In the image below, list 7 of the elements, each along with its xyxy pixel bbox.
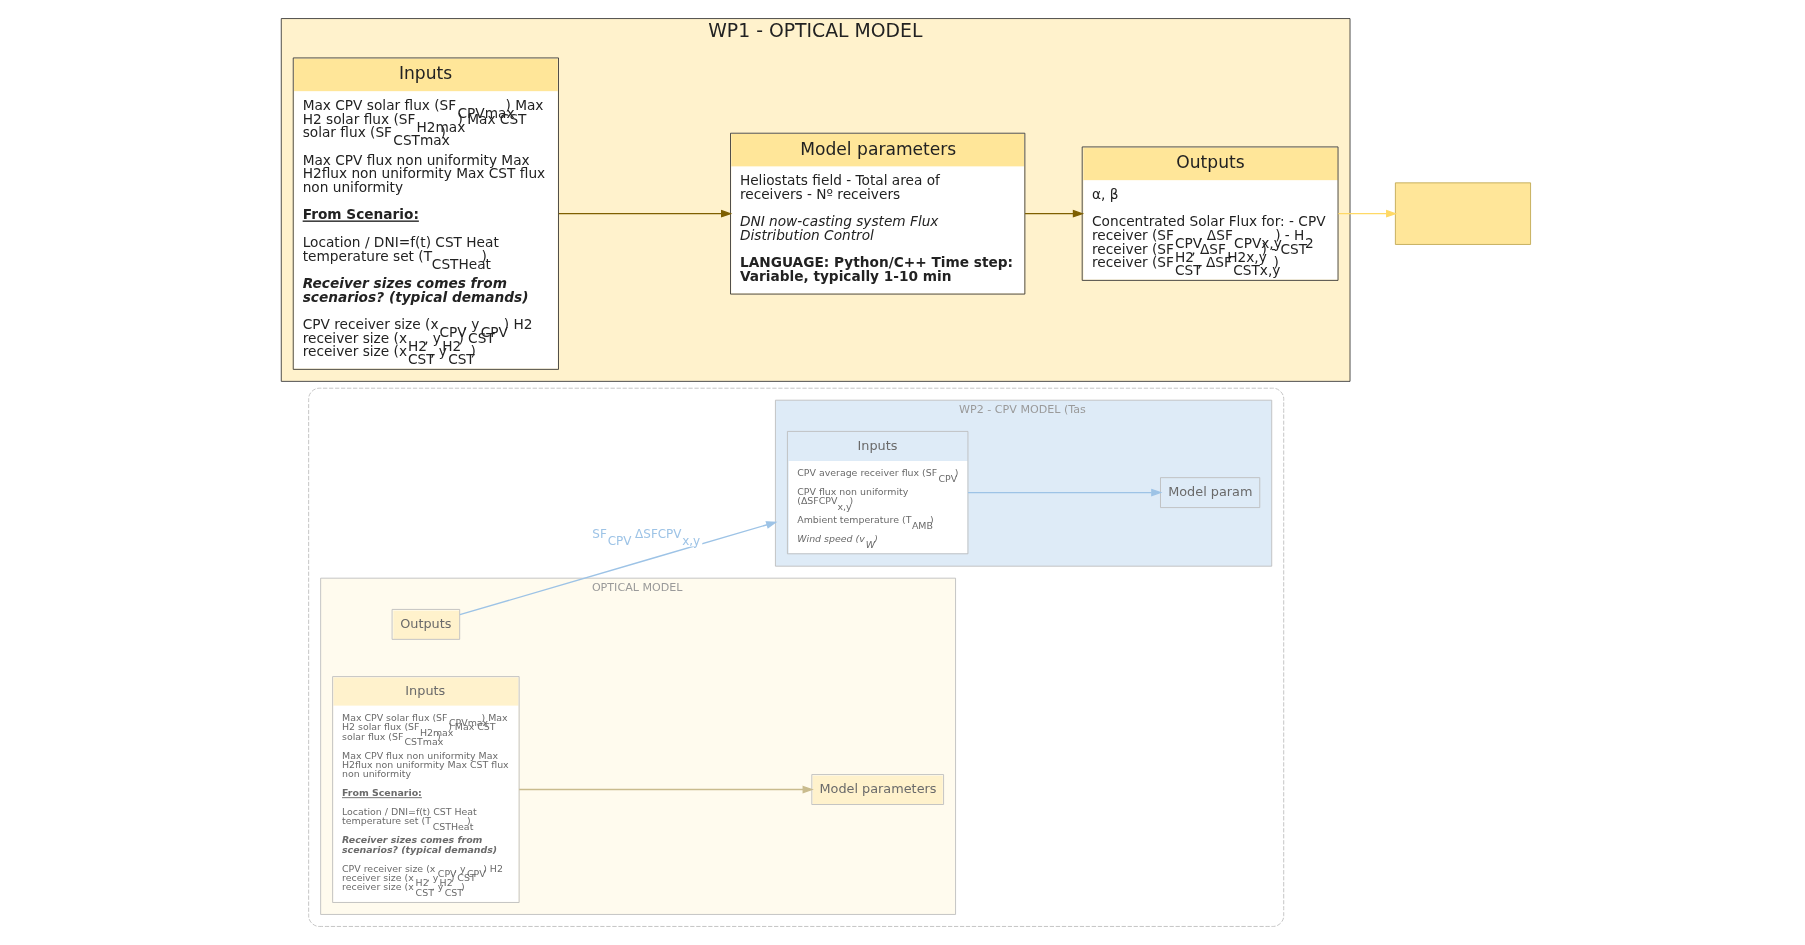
arrow bbox=[1024, 209, 1085, 218]
node-box bbox=[1394, 182, 1531, 245]
arrow bbox=[518, 785, 814, 794]
arrow bbox=[558, 209, 733, 218]
arrow bbox=[967, 488, 1163, 497]
arrow bbox=[1337, 209, 1398, 218]
cluster bbox=[308, 387, 1285, 927]
